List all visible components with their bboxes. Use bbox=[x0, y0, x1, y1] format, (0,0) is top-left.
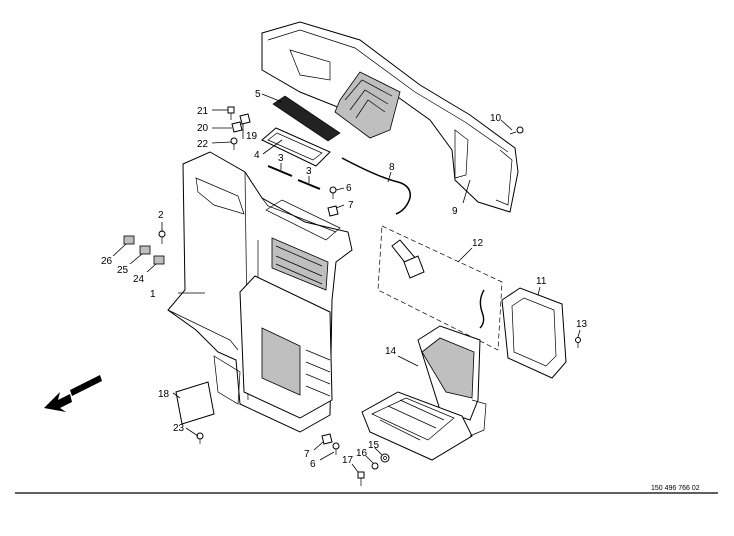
callout-21: 21 bbox=[197, 106, 209, 117]
callout-26: 26 bbox=[101, 256, 113, 267]
callout-25: 25 bbox=[117, 265, 129, 276]
window-frame-drawing bbox=[501, 287, 567, 379]
callout-6: 6 bbox=[346, 183, 352, 194]
callout-14: 14 bbox=[385, 346, 397, 357]
strips-drawing bbox=[267, 165, 321, 190]
cover-plate-drawing bbox=[175, 381, 215, 425]
seat-drawing bbox=[361, 325, 487, 461]
callout-1: 1 bbox=[150, 289, 156, 300]
roof-panel-drawing bbox=[261, 21, 519, 213]
callout-4: 4 bbox=[254, 150, 260, 161]
callout-2: 2 bbox=[158, 210, 164, 221]
callout-23: 23 bbox=[173, 423, 185, 434]
callout-22: 22 bbox=[197, 139, 209, 150]
callout-20: 20 bbox=[197, 123, 209, 134]
callout-24: 24 bbox=[133, 274, 145, 285]
callout-18: 18 bbox=[158, 389, 170, 400]
callout-16: 16 bbox=[356, 448, 368, 459]
callout-15: 15 bbox=[368, 440, 380, 451]
callout-11: 11 bbox=[536, 276, 547, 287]
callout-3: 3 bbox=[278, 153, 284, 164]
callout-5: 5 bbox=[255, 89, 261, 100]
callout-8: 8 bbox=[389, 162, 395, 173]
drawing-number: 150 496 766 02 bbox=[651, 485, 700, 492]
callout-labels: 1 2 3 3 4 5 6 7 8 9 10 11 12 13 14 15 16… bbox=[101, 89, 588, 470]
callout-10: 10 bbox=[490, 113, 502, 124]
grille-drawing bbox=[272, 95, 341, 142]
cable-drawing bbox=[341, 157, 411, 215]
callout-12: 12 bbox=[472, 238, 484, 249]
callout-7: 7 bbox=[348, 200, 354, 211]
seat-belt-kit-drawing bbox=[377, 225, 503, 351]
callout-19: 19 bbox=[246, 131, 258, 142]
side-panel-drawing bbox=[167, 151, 353, 433]
callout-9: 9 bbox=[452, 206, 458, 217]
callout-6-lower: 6 bbox=[310, 459, 316, 470]
callout-7-lower: 7 bbox=[304, 449, 310, 460]
callout-3: 3 bbox=[306, 166, 312, 177]
direction-arrow-icon bbox=[44, 375, 102, 412]
callout-13: 13 bbox=[576, 319, 588, 330]
leader-lines bbox=[112, 93, 581, 473]
callout-17: 17 bbox=[342, 455, 354, 466]
frame-drawing bbox=[261, 127, 331, 167]
